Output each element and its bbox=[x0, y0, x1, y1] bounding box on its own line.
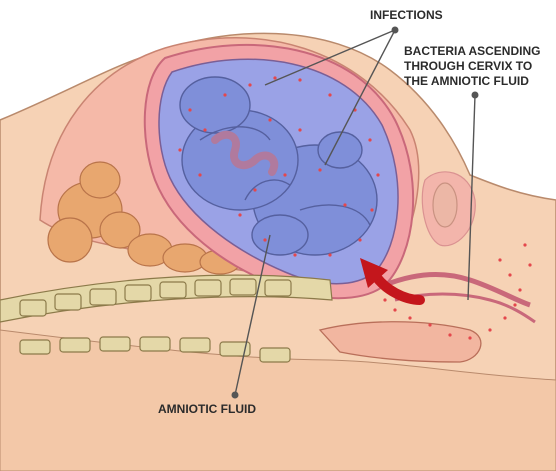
label-bacteria-line3: THE AMNIOTIC FLUID bbox=[404, 74, 529, 89]
label-bacteria-line2: THROUGH CERVIX TO bbox=[404, 59, 532, 74]
label-amniotic-fluid: AMNIOTIC FLUID bbox=[158, 402, 256, 417]
label-bacteria-line1: BACTERIA ASCENDING bbox=[404, 44, 540, 59]
label-infections: INFECTIONS bbox=[370, 8, 443, 23]
